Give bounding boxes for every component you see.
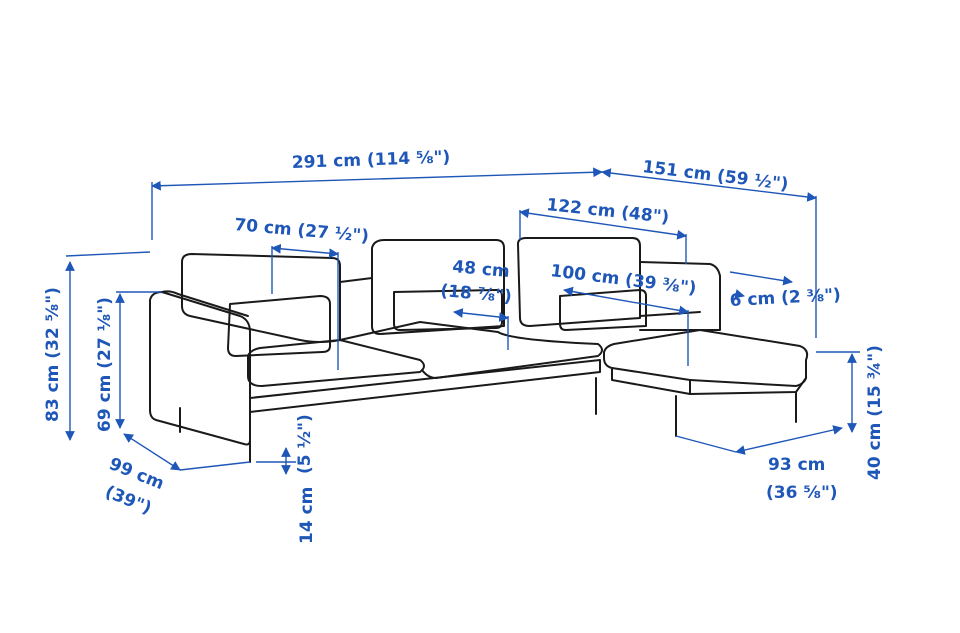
chaise-seat bbox=[603, 329, 809, 387]
label-chaise-back-width: 122 cm (48") bbox=[545, 195, 670, 228]
label-seat-height: 40 cm (15 ¾") bbox=[865, 345, 885, 480]
sofa-base bbox=[249, 359, 601, 413]
label-seat-depth-a: 48 cm bbox=[452, 257, 511, 282]
label-seat-depth-b: (18 ⅞") bbox=[440, 281, 513, 307]
left-armrest bbox=[149, 291, 251, 446]
label-leg-height-b: 14 cm bbox=[297, 487, 317, 544]
seat-cushion-left bbox=[247, 339, 425, 387]
throw-pillow-3 bbox=[559, 289, 647, 331]
throw-pillow-2 bbox=[393, 289, 503, 331]
right-armrest bbox=[639, 261, 721, 331]
throw-pillow-1 bbox=[227, 295, 331, 357]
label-chaise-seat-depth-a: 93 cm bbox=[768, 455, 825, 475]
label-armrest-height: 69 cm (27 ⅛") bbox=[95, 297, 115, 432]
seat-cushion-middle bbox=[339, 321, 603, 379]
label-total-height: 83 cm (32 ⅝") bbox=[43, 287, 63, 422]
back-cushion-left bbox=[181, 253, 341, 343]
label-back-cushion-width: 70 cm (27 ½") bbox=[234, 215, 370, 247]
label-chaise-width: 151 cm (59 ½") bbox=[641, 157, 789, 195]
label-chaise-seat-depth-b: (36 ⅝") bbox=[766, 483, 838, 503]
dimension-lines bbox=[65, 167, 860, 475]
label-total-width: 291 cm (114 ⅝") bbox=[291, 147, 450, 173]
back-cushion-middle bbox=[371, 239, 505, 335]
label-leg-height-a: (5 ½") bbox=[295, 414, 315, 474]
label-chaise-depth: 100 cm (39 ⅜") bbox=[549, 261, 697, 299]
label-armrest-width: 6 cm (2 ⅜") bbox=[729, 285, 841, 311]
dimension-labels: 291 cm (114 ⅝") 151 cm (59 ½") 122 cm (4… bbox=[43, 147, 885, 544]
